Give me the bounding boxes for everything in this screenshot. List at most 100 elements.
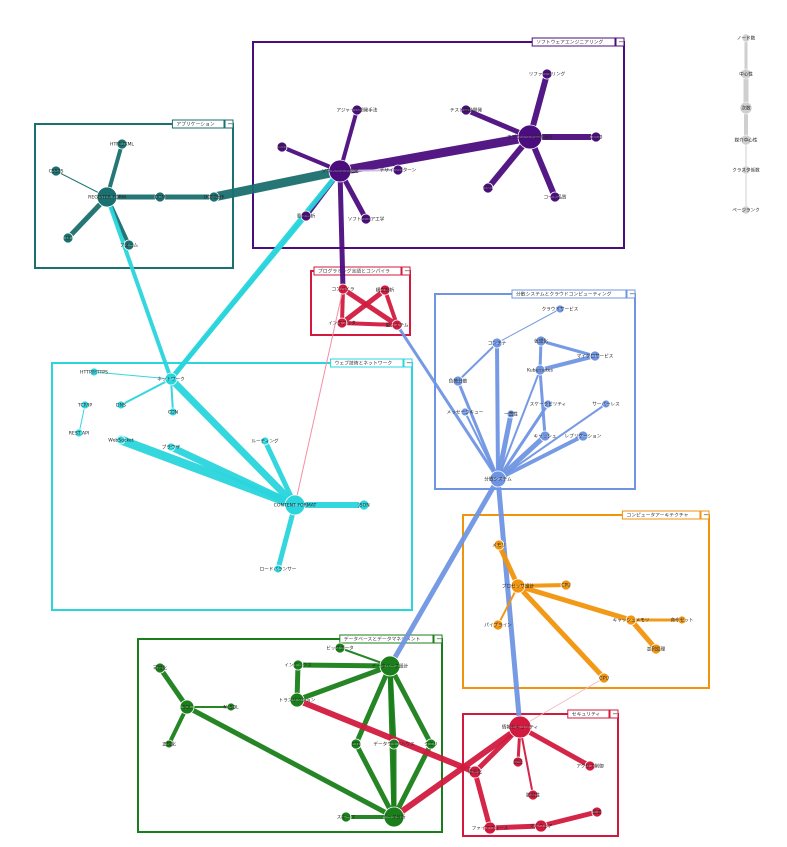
- node-o6[interactable]: 並列処理: [647, 643, 666, 655]
- node-r2[interactable]: 構文解析: [376, 284, 395, 296]
- collapse-button[interactable]: [615, 37, 625, 47]
- collapse-button[interactable]: [626, 289, 636, 299]
- node-g1[interactable]: SQL: [179, 699, 195, 715]
- node-b2[interactable]: コンテナ: [488, 337, 507, 349]
- node-t1[interactable]: HTML/XML: [110, 138, 134, 150]
- node-b5[interactable]: Kubernetes: [527, 364, 554, 376]
- node-b7[interactable]: スケーラビリティ: [530, 399, 566, 409]
- node-p6[interactable]: デザインパターン: [380, 164, 417, 176]
- node-p3[interactable]: リファクタリング: [529, 68, 566, 80]
- group-box-g_redbot[interactable]: セキュリティ−: [462, 709, 619, 837]
- node-s3[interactable]: アクセス制御: [576, 760, 604, 772]
- node-g2[interactable]: NoSQL: [223, 702, 239, 712]
- node-b3[interactable]: 仮想化: [534, 335, 548, 347]
- node-p4[interactable]: CI/CD: [590, 131, 603, 143]
- node-p7[interactable]: 要求分析: [297, 210, 316, 222]
- node-t_hub[interactable]: REGISTER FORM: [88, 186, 126, 208]
- node-b8[interactable]: メッセージキュー: [447, 407, 484, 417]
- node-b11[interactable]: レプリケーション: [565, 430, 602, 442]
- node-o3[interactable]: パイプライン: [484, 619, 512, 631]
- group-box-g_orange[interactable]: コンピュータアーキテクチャ−: [462, 510, 710, 689]
- node-c6[interactable]: CDN: [168, 407, 178, 417]
- node-t4[interactable]: DOM操作: [204, 191, 225, 203]
- legend-label: 中心性: [739, 71, 753, 78]
- node-label: 可視化: [153, 665, 167, 672]
- collapse-button[interactable]: [401, 266, 411, 276]
- node-g7[interactable]: データウェアハウス: [373, 738, 415, 750]
- group-box-g_green[interactable]: データベースとデータマネジメント−: [137, 634, 443, 833]
- group-box-g_cyan[interactable]: ウェブ技術とネットワーク−: [51, 358, 413, 611]
- node-g4[interactable]: インデックス: [284, 659, 312, 671]
- node-g3[interactable]: 正規化: [162, 739, 176, 749]
- node-s6[interactable]: マルウェア: [530, 819, 553, 833]
- edge-b_hub-b6: [456, 379, 500, 481]
- node-t2[interactable]: CSS/JS: [49, 165, 64, 177]
- node-t3[interactable]: DOM: [154, 191, 166, 203]
- node-label: 情報セキュリティ: [502, 724, 538, 731]
- node-g8[interactable]: クエリ: [424, 738, 438, 750]
- node-c1[interactable]: HTTP/HTTPS: [80, 367, 108, 377]
- node-c10[interactable]: ロードバランサー: [260, 564, 297, 574]
- node-label: コード品質: [544, 194, 567, 201]
- node-b10[interactable]: キャッシュ: [534, 430, 557, 442]
- node-o1[interactable]: メモリ: [492, 539, 506, 551]
- node-b6[interactable]: 負荷分散: [449, 375, 468, 387]
- node-c5[interactable]: WebSocket: [108, 435, 134, 445]
- node-g5[interactable]: トランザクション: [279, 692, 316, 708]
- node-s7[interactable]: 監査: [591, 806, 603, 818]
- node-p8[interactable]: ソフトウェア工学: [348, 213, 385, 225]
- node-c9[interactable]: JSON: [357, 499, 370, 511]
- node-o7[interactable]: GPU: [598, 672, 610, 684]
- node-r1[interactable]: コンパイラ: [332, 283, 355, 295]
- node-t5[interactable]: UI: [62, 232, 74, 244]
- node-g_hub[interactable]: データベース設計: [372, 655, 409, 677]
- node-b12[interactable]: サーバーレス: [592, 399, 620, 409]
- node-g_hub2[interactable]: データ分析: [383, 806, 406, 828]
- node-b_hub[interactable]: 分散システム: [484, 470, 512, 488]
- node-p_hub2[interactable]: オブジェクト指向設計: [507, 124, 553, 150]
- group-box-g_purple[interactable]: ソフトウェアエンジニアリング−: [252, 37, 625, 249]
- collapse-button[interactable]: [433, 634, 443, 644]
- node-s2[interactable]: 認証: [512, 756, 524, 768]
- node-p2[interactable]: テスト駆動開発: [450, 104, 483, 116]
- node-p10[interactable]: コード品質: [544, 191, 567, 203]
- node-b9[interactable]: 一貫性: [504, 409, 518, 419]
- node-c_hub[interactable]: ネットワーク: [157, 372, 185, 386]
- node-p_hub[interactable]: ソフトウェア開発: [322, 159, 359, 183]
- node-t6[interactable]: フォーム: [120, 239, 139, 251]
- node-s1[interactable]: 暗号化: [468, 765, 482, 779]
- group-box-g_blue[interactable]: 分散システムとクラウドコンピューティング−: [434, 289, 636, 490]
- node-c7[interactable]: ブラウザ: [162, 442, 181, 452]
- edge-r1-c_hub2: [294, 288, 344, 506]
- node-c8[interactable]: ルーティング: [251, 436, 279, 446]
- collapse-button[interactable]: [224, 119, 234, 129]
- node-o2[interactable]: CPU: [560, 579, 572, 591]
- node-s5[interactable]: ファイアウォール: [472, 821, 509, 835]
- node-p1[interactable]: アジャイル開発手法: [337, 104, 378, 116]
- node-c4[interactable]: REST API: [69, 428, 90, 438]
- minus-icon: −: [703, 511, 709, 519]
- collapse-button[interactable]: [609, 709, 619, 719]
- node-c3[interactable]: TCP/IP: [77, 400, 92, 410]
- node-label: トランザクション: [279, 698, 316, 704]
- node-c_hub2[interactable]: CONTENT FORMAT: [274, 494, 317, 516]
- collapse-button[interactable]: [700, 510, 710, 520]
- node-s_hub[interactable]: 情報セキュリティ: [502, 715, 538, 739]
- node-s4[interactable]: 脆弱性: [526, 789, 540, 801]
- node-g11[interactable]: 可視化: [153, 662, 167, 674]
- group-box-g_redtop[interactable]: プログラミング言語とコンパイラ−: [310, 266, 411, 336]
- node-o_hub[interactable]: プロセッサ設計: [502, 578, 535, 594]
- node-b4[interactable]: マイクロサービス: [577, 350, 614, 362]
- node-o5[interactable]: 命令セット: [671, 615, 694, 625]
- node-p5[interactable]: 設計: [276, 141, 288, 153]
- node-c2[interactable]: DNS: [116, 400, 126, 410]
- node-b1[interactable]: クラウドサービス: [542, 304, 579, 314]
- node-r4[interactable]: 型システム: [386, 319, 409, 331]
- collapse-button[interactable]: [403, 358, 413, 368]
- node-g6[interactable]: ETL: [350, 738, 362, 750]
- node-r3[interactable]: インタプリタ: [328, 317, 356, 329]
- node-o4[interactable]: キャッシュメモリ: [613, 614, 650, 626]
- node-g10[interactable]: ビッグデータ: [326, 642, 354, 654]
- node-g9[interactable]: スキーマ: [337, 811, 356, 823]
- node-p9[interactable]: UML: [482, 182, 494, 194]
